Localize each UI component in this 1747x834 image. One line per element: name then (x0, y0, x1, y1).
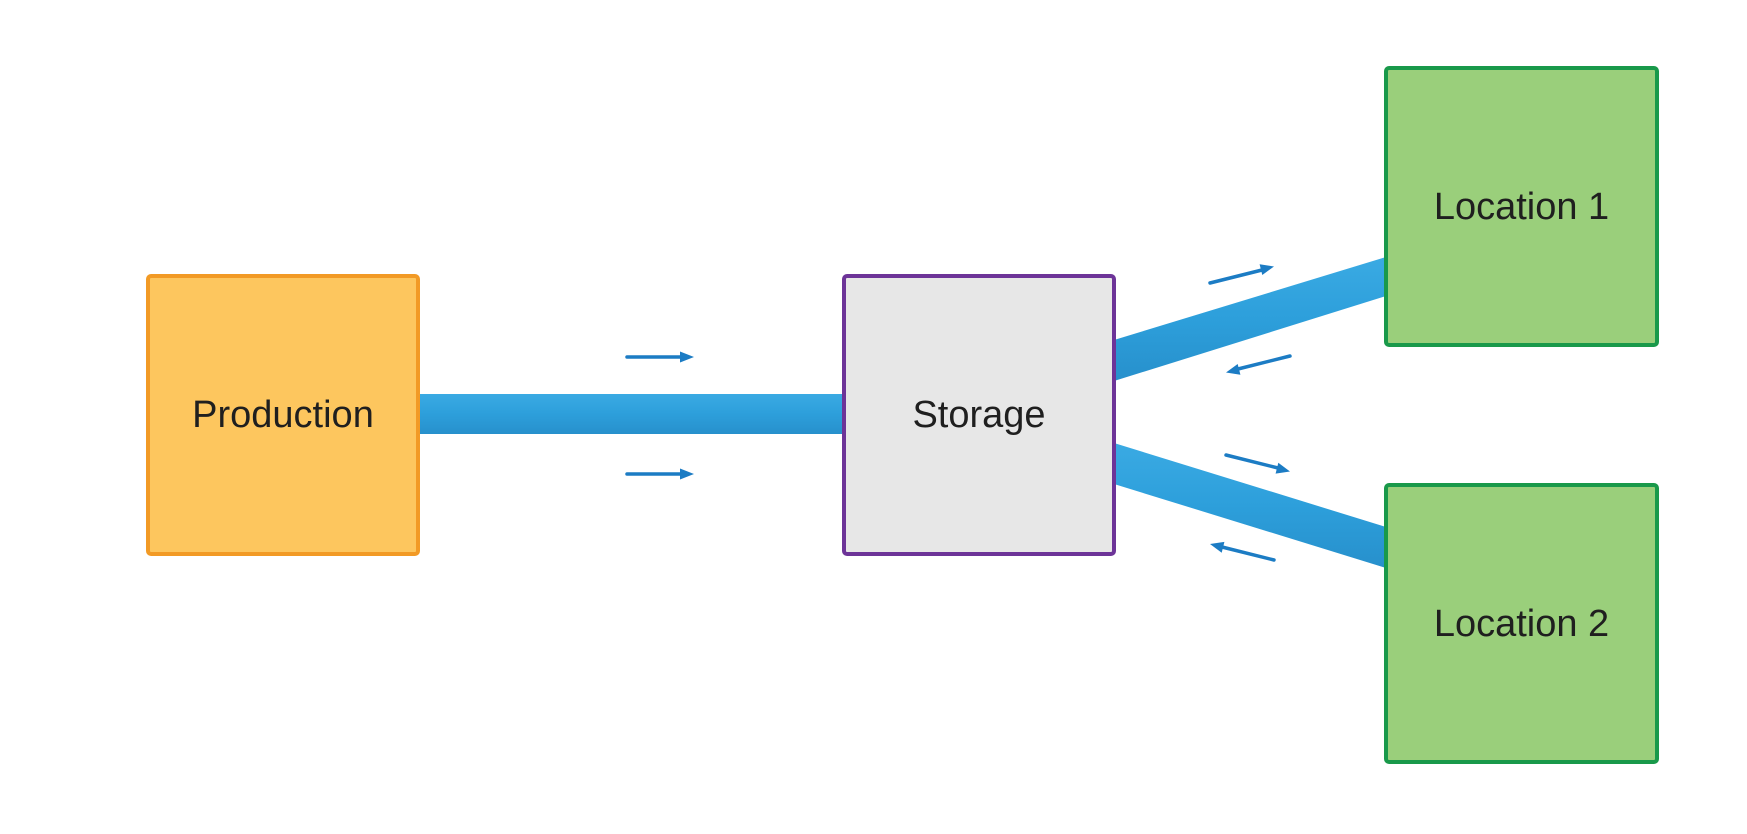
location-2-node: Location 2 (1384, 483, 1659, 764)
arrow-location-2-to-storage (1210, 541, 1276, 562)
pipe-production-to-storage (420, 394, 844, 434)
arrow-location-1-to-storage (1226, 354, 1292, 375)
storage-node: Storage (842, 274, 1116, 556)
arrow-production-to-storage-lower (625, 468, 694, 480)
arrow-storage-to-location-1 (1208, 264, 1274, 285)
arrow-storage-to-location-2 (1224, 453, 1290, 474)
location-2-label: Location 2 (1433, 602, 1610, 645)
pipe-storage-to-location-1 (1114, 257, 1386, 381)
pipe-storage-to-location-2 (1114, 443, 1386, 568)
storage-label: Storage (912, 394, 1046, 436)
production-label: Production (192, 394, 374, 436)
location-1-node: Location 1 (1384, 66, 1659, 347)
production-node: Production (146, 274, 420, 556)
location-1-label: Location 1 (1433, 185, 1610, 228)
arrow-production-to-storage-upper (625, 351, 694, 363)
